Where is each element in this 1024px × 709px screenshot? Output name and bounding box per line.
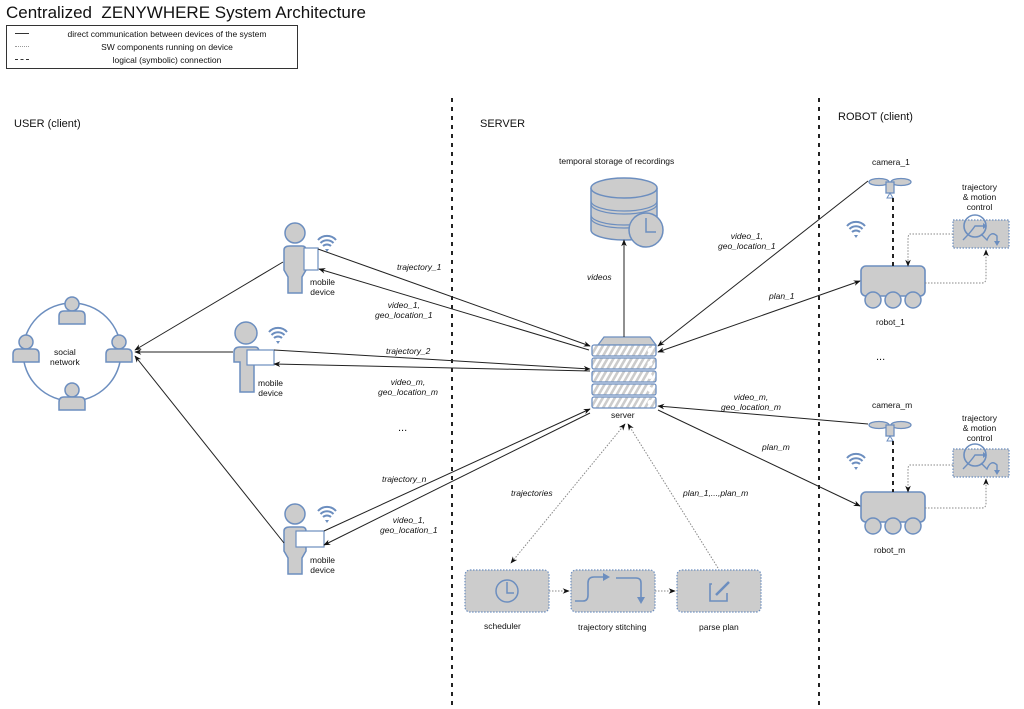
parse-plan-component — [676, 569, 762, 613]
edge-label-plans: plan_1,...,plan_m — [683, 488, 749, 498]
scheduler-label: scheduler — [484, 621, 521, 631]
person-icon — [12, 334, 40, 363]
edge-video-1-robot — [657, 180, 869, 347]
legend-row-solid: direct communication between devices of … — [7, 28, 297, 40]
edge-label-trajectory-n: trajectory_n — [382, 474, 427, 484]
mobile-device-n-label: mobile device — [310, 555, 336, 575]
legend-solid-line-sample — [15, 33, 29, 34]
route-icon — [575, 576, 604, 602]
person-icon — [58, 382, 86, 411]
wifi-icon — [846, 452, 866, 471]
legend-dashed-line-sample — [15, 59, 29, 60]
motion-to-robot-m — [905, 464, 953, 493]
legend-row-dashed: logical (symbolic) connection — [7, 54, 297, 66]
scheduler-component — [464, 569, 550, 613]
edge-plan-1 — [657, 280, 861, 353]
edge-label-video-1-robot: video_1, geo_location_1 — [718, 231, 776, 251]
motion-control-1-icon — [952, 214, 1010, 249]
mobile-device-user-n — [283, 503, 337, 575]
edge-video-m-user2 — [273, 361, 591, 372]
person-icon — [105, 334, 133, 363]
mobile-device-user-2 — [233, 321, 288, 393]
edge-trajectory-2 — [273, 349, 591, 372]
diagram-title: Centralized ZENYWHERE System Architectur… — [6, 3, 366, 22]
robot-to-motion-m — [925, 478, 989, 509]
server-rack-icon — [591, 344, 657, 409]
parse-plan-label: parse plan — [699, 622, 739, 632]
edge-label-plan-1: plan_1 — [769, 291, 795, 301]
edge-label-videos: videos — [587, 272, 612, 282]
mobile-device-1-label: mobile device — [310, 277, 336, 297]
edge-label-trajectory-1: trajectory_1 — [397, 262, 442, 272]
robot-m-icon — [860, 491, 926, 535]
motion-to-robot-1 — [905, 233, 953, 267]
motion-control-m-label: trajectory & motion control — [962, 413, 997, 443]
social-network-node — [12, 296, 133, 411]
wifi-icon — [846, 220, 866, 239]
edge-label-plan-m: plan_m — [762, 442, 790, 452]
edge-video-m-robot — [657, 403, 869, 425]
section-label-user: USER (client) — [14, 118, 81, 130]
edge-label-trajectory-2: trajectory_2 — [386, 346, 431, 356]
edge-label-video-m-user2: video_m, geo_location_m — [378, 377, 439, 397]
wifi-icon — [268, 326, 288, 345]
storage-label: temporal storage of recordings — [559, 156, 675, 166]
trajectory-stitching-component — [570, 569, 656, 613]
trajectory-stitching-label: trajectory stitching — [578, 622, 647, 632]
camera-1-label: camera_1 — [872, 157, 910, 167]
camera-m-label: camera_m — [872, 400, 913, 410]
tablet-icon — [246, 349, 275, 366]
storage-node — [590, 177, 664, 248]
social-network-label: social network — [50, 347, 80, 367]
edit-icon — [709, 583, 728, 602]
parse-to-server-link — [627, 423, 719, 569]
user1-to-social — [134, 261, 284, 351]
clock-icon — [495, 579, 519, 603]
edge-trajectory-1 — [317, 248, 591, 347]
robot-1-label: robot_1 — [876, 317, 905, 327]
edge-trajectory-n — [323, 408, 591, 532]
legend-dotted-line-sample — [15, 46, 29, 47]
edge-video-1-user1 — [318, 268, 590, 351]
users-ellipsis: ... — [398, 422, 408, 434]
section-label-server: SERVER — [480, 118, 526, 130]
mobile-device-2-label: mobile device — [258, 378, 284, 398]
wifi-icon — [317, 505, 337, 524]
camera-1-icon — [868, 177, 912, 199]
robot-m-label: robot_m — [874, 545, 906, 555]
legend-label: logical (symbolic) connection — [112, 55, 222, 65]
legend-row-dotted: SW components running on device — [7, 41, 297, 53]
tablet-icon — [295, 530, 325, 548]
user-head-icon — [234, 321, 258, 345]
edge-plan-m — [657, 409, 861, 507]
legend-label: SW components running on device — [101, 42, 233, 52]
robot-to-motion-1 — [925, 249, 989, 284]
edge-label-video-m-robot: video_m, geo_location_m — [721, 392, 782, 412]
mobile-device-user-1 — [283, 222, 337, 294]
user-head-icon — [284, 222, 306, 244]
motion-control-m-icon — [952, 443, 1010, 478]
section-label-robot: ROBOT (client) — [838, 111, 913, 123]
person-icon — [58, 296, 86, 325]
motion-control-1-label: trajectory & motion control — [962, 182, 997, 212]
edge-label-trajectories: trajectories — [511, 488, 553, 498]
server-label: server — [611, 410, 635, 420]
user-body-icon — [283, 245, 307, 294]
robots-ellipsis: ... — [876, 351, 886, 363]
edge-video-1-usern — [323, 412, 591, 546]
usern-to-social — [134, 355, 285, 544]
robot-1-icon — [860, 265, 926, 309]
phone-icon — [303, 247, 319, 271]
legend: direct communication between devices of … — [6, 25, 298, 69]
legend-label: direct communication between devices of … — [67, 29, 267, 39]
edge-label-video-1-user1: video_1, geo_location_1 — [375, 300, 433, 320]
camera-m-icon — [868, 420, 912, 442]
user-head-icon — [284, 503, 306, 525]
edge-label-video-1-usern: video_1, geo_location_1 — [380, 515, 438, 535]
server-node — [591, 336, 658, 409]
